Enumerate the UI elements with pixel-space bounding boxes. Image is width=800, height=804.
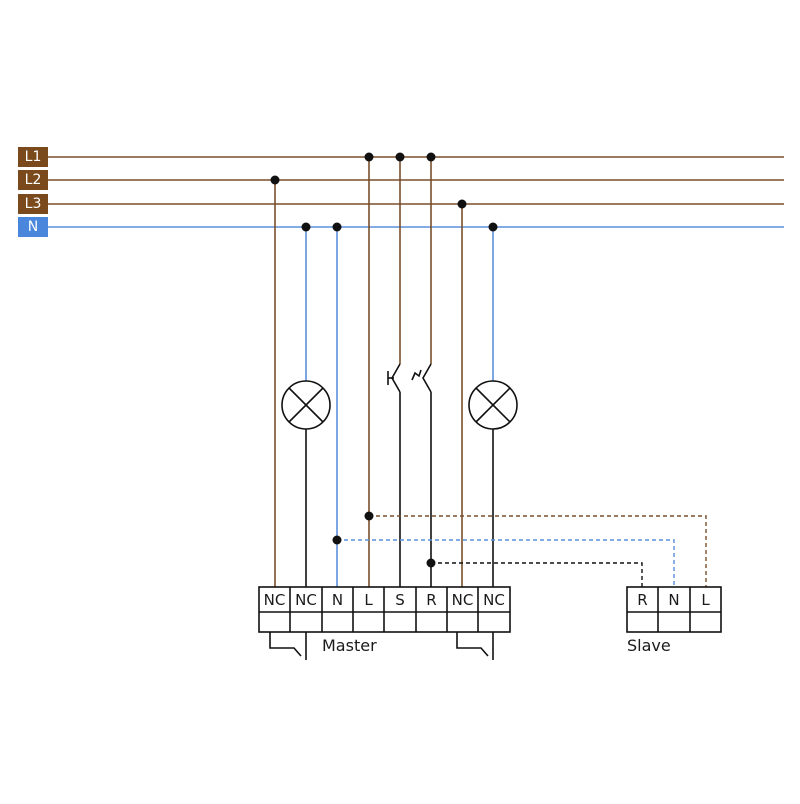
slave-terminal-n: N — [668, 591, 680, 609]
master-terminal-nc4: NC — [483, 591, 505, 609]
junction-dots — [270, 152, 498, 568]
bus-label-n: N — [18, 217, 48, 237]
master-terminal-s: S — [395, 591, 405, 609]
slave-terminal-l: L — [701, 591, 710, 609]
dashed-wire-r-to-slave-r — [431, 562, 643, 587]
bus-label-l3: L3 — [18, 194, 48, 214]
lamp-icon — [281, 380, 331, 430]
lamp-icon — [468, 380, 518, 430]
slave-terminal-r: R — [637, 591, 648, 609]
master-terminal-l: L — [364, 591, 373, 609]
slave-terminal-block — [626, 586, 722, 633]
master-terminal-nc3: NC — [451, 591, 474, 609]
bus-label-l1: L1 — [18, 147, 48, 167]
dashed-wire-n-to-slave-n — [337, 539, 675, 587]
master-terminal-r: R — [426, 591, 437, 609]
master-terminal-n: N — [331, 591, 344, 609]
dashed-wire-l-to-slave-l — [369, 515, 707, 587]
master-terminal-nc1: NC — [263, 591, 286, 609]
pushbutton-icon — [411, 363, 432, 393]
master-caption: Master — [322, 636, 377, 655]
slave-caption: Slave — [627, 636, 671, 655]
bus-label-l2: L2 — [18, 170, 48, 190]
master-terminal-block — [258, 586, 511, 660]
pushbutton-icon — [387, 363, 401, 393]
master-terminal-nc2: NC — [295, 591, 317, 609]
